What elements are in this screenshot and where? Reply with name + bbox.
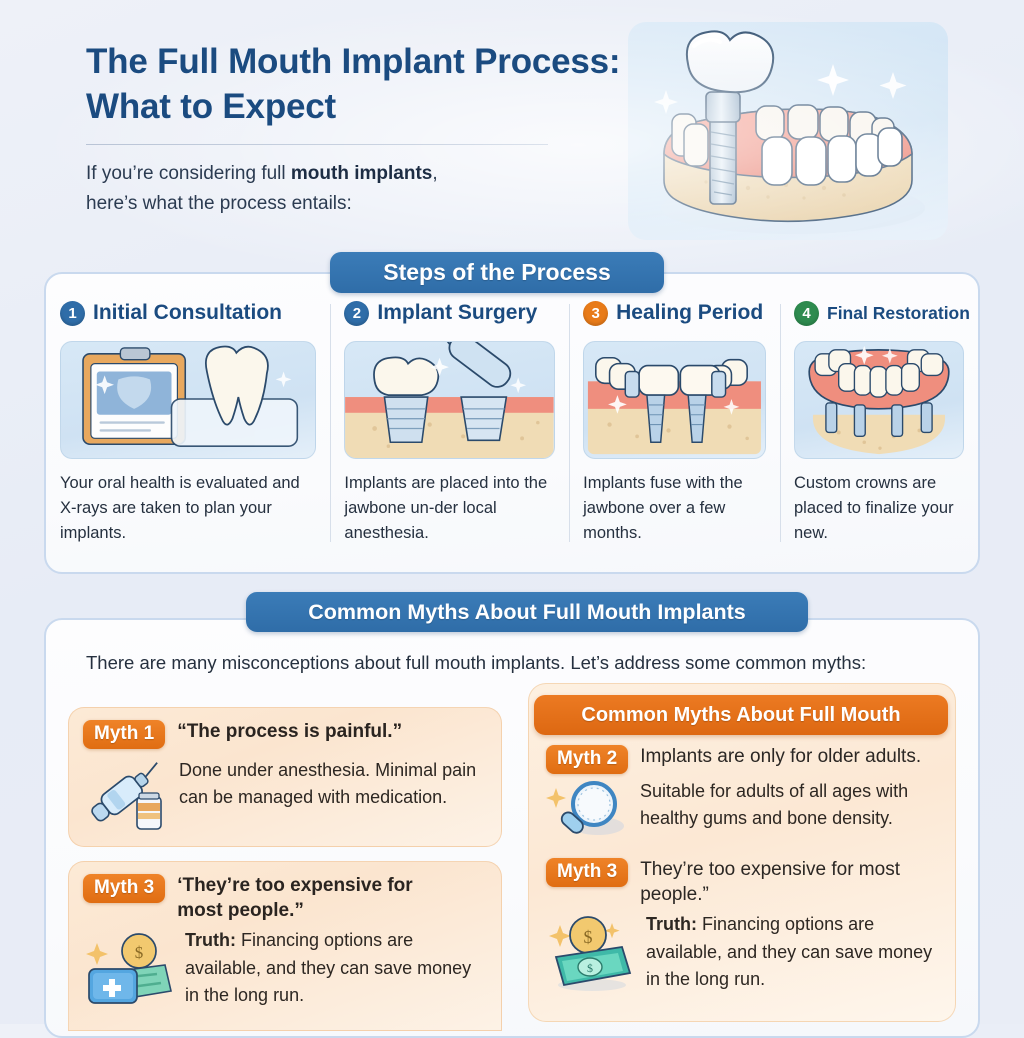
- syringe-vial-icon: [83, 753, 169, 844]
- myth-3-left-claim: ‘They’re too expensive for most people.”: [177, 875, 413, 921]
- myths-intro-text: There are many misconceptions about full…: [86, 652, 867, 673]
- subtitle-line2: here’s what the process entails:: [86, 192, 352, 214]
- step-title-1: Initial Consultation: [93, 301, 282, 324]
- myth-3-right-claim: They’re too expensive for most people.”: [640, 859, 900, 905]
- step-header-1: 1 Initial Consultation: [60, 296, 316, 330]
- step-card-1[interactable]: 1 Initial Consultation: [46, 296, 330, 556]
- myth-3-left-truth-text: Financing options are available, and the…: [185, 930, 472, 1006]
- page-title: The Full Mouth Implant Process: What to …: [86, 40, 646, 130]
- hero-section: The Full Mouth Implant Process: What to …: [0, 0, 1024, 280]
- step-header-3: 3 Healing Period: [583, 296, 766, 330]
- osseointegration-jaw-illustration: [583, 341, 766, 459]
- myth-3-right-truth-label: Truth:: [646, 914, 697, 935]
- page-subtitle: If you’re considering full mouth implant…: [86, 159, 526, 219]
- page-title-block: The Full Mouth Implant Process: What to …: [86, 40, 646, 219]
- myth-3-right-truth-text: Financing options are available, and the…: [646, 914, 933, 990]
- money-card-coin-icon: $: [83, 925, 177, 1020]
- step-card-2[interactable]: 2 Implant Surgery: [330, 296, 569, 556]
- myth-3-right-header: Myth 3 They’re too expensive for most pe…: [546, 858, 942, 907]
- myth-3-left-body: Truth: Financing options are available, …: [185, 925, 485, 1020]
- steps-panel: 1 Initial Consultation: [44, 272, 980, 574]
- svg-text:$: $: [135, 943, 144, 962]
- step-title-3: Healing Period: [616, 301, 764, 324]
- subtitle-emphasis: mouth implants: [290, 162, 433, 184]
- dental-implant-jaw-illustration: [628, 22, 948, 240]
- title-divider: [86, 143, 548, 145]
- myths-section-ribbon: Common Myths About Full Mouth Implants: [246, 592, 808, 632]
- myth-2-claim: Implants are only for older adults.: [640, 746, 922, 767]
- steps-section-ribbon: Steps of the Process: [330, 252, 664, 293]
- subtitle-prefix: If you’re considering full: [86, 162, 291, 184]
- myth-3-right-badge: Myth 3: [546, 858, 629, 887]
- myth-1-body: Done under anesthesia. Minimal pain can …: [179, 760, 477, 808]
- step-number-badge-1: 1: [60, 300, 85, 326]
- full-arch-denture-illustration: [794, 341, 964, 459]
- step-header-4: 4 Final Restoration: [794, 296, 970, 330]
- myth-1-badge: Myth 1: [83, 720, 166, 749]
- svg-text:$: $: [587, 961, 593, 975]
- step-description-2: Implants are placed into the jawbone un-…: [344, 474, 548, 543]
- myth-3-left-truth-label: Truth:: [185, 930, 236, 951]
- steps-row: 1 Initial Consultation: [46, 296, 978, 556]
- myth-3-left-badge: Myth 3: [83, 874, 166, 903]
- svg-text:$: $: [584, 927, 593, 947]
- step-number-badge-3: 3: [583, 300, 609, 326]
- magnifying-glass-icon: [546, 776, 632, 855]
- myth-card-3-right[interactable]: Myth 3 They’re too expensive for most pe…: [528, 858, 956, 1008]
- myth-2-header: Myth 2 Implants are only for older adult…: [546, 745, 942, 774]
- subtitle-suffix: ,: [432, 162, 438, 184]
- step-description-4: Custom crowns are placed to finalize you…: [794, 474, 954, 543]
- myth-card-1[interactable]: Myth 1 “The process is painful.”: [68, 707, 502, 847]
- myth-2-badge: Myth 2: [546, 745, 629, 774]
- myth-1-claim: “The process is painful.”: [177, 721, 403, 742]
- myth-2-body: Suitable for adults of all ages with hea…: [640, 781, 909, 829]
- step-description-1: Your oral health is evaluated and X-rays…: [60, 474, 300, 543]
- page-title-line1: The Full Mouth Implant Process:: [86, 42, 621, 81]
- step-card-4[interactable]: 4 Final Restoration: [780, 296, 978, 556]
- step-title-2: Implant Surgery: [377, 301, 538, 324]
- myth-1-header: Myth 1 “The process is painful.”: [83, 720, 485, 749]
- myth-3-right-body: Truth: Financing options are available, …: [646, 909, 942, 998]
- myth-3-left-header: Myth 3 ‘They’re too expensive for most p…: [83, 874, 485, 923]
- step-description-3: Implants fuse with the jawbone over a fe…: [583, 474, 743, 543]
- cash-coin-icon: $ $: [546, 909, 638, 998]
- right-myths-ribbon: Common Myths About Full Mouth: [534, 695, 948, 735]
- clipboard-xray-tooth-illustration: [60, 341, 317, 459]
- step-card-3[interactable]: 3 Healing Period: [569, 296, 780, 556]
- step-number-badge-2: 2: [344, 300, 370, 326]
- step-number-badge-4: 4: [794, 300, 819, 326]
- step-title-4: Final Restoration: [827, 302, 970, 323]
- page-title-line2: What to Expect: [86, 86, 336, 126]
- step-header-2: 2 Implant Surgery: [344, 296, 555, 330]
- implant-placement-tool-illustration: [344, 341, 556, 459]
- myth-card-2[interactable]: Myth 2 Implants are only for older adult…: [528, 745, 956, 855]
- myth-card-3-left[interactable]: Myth 3 ‘They’re too expensive for most p…: [68, 861, 502, 1031]
